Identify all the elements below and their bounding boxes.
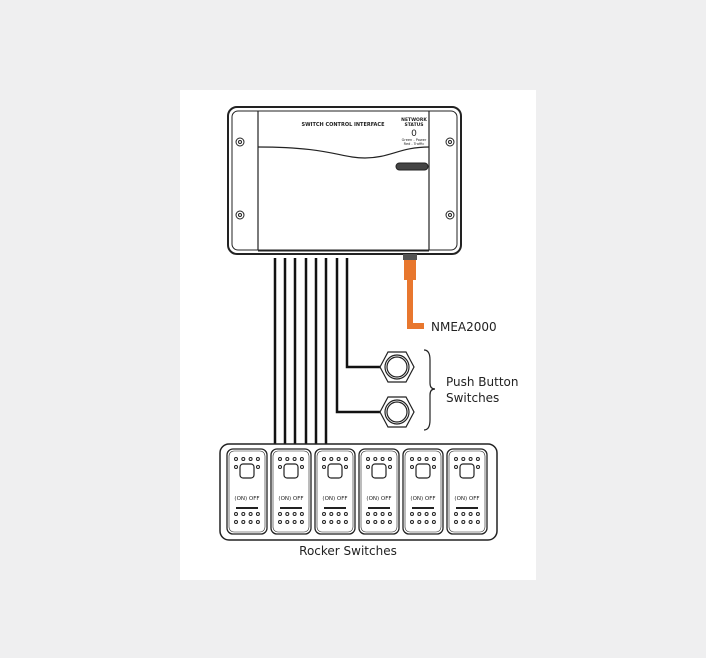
rocker-switch-label: (ON) OFF (234, 496, 259, 502)
rocker-panel (219, 443, 498, 541)
rocker-switch-label: (ON) OFF (410, 496, 435, 502)
rocker-switch-label: (ON) OFF (278, 496, 303, 502)
nmea2000-cable (403, 254, 424, 329)
rocker-switch[interactable]: (ON) OFF (226, 448, 268, 535)
rocker-switch[interactable]: (ON) OFF (446, 448, 488, 535)
rocker-switch-label: (ON) OFF (366, 496, 391, 502)
rocker-switch[interactable]: (ON) OFF (270, 448, 312, 535)
rocker-label: Rocker Switches (299, 544, 397, 558)
rocker-wires (273, 258, 328, 444)
status-led: 0 (411, 129, 417, 139)
push-button-label-1: Push Button (446, 375, 519, 389)
status-title-1: NETWORK (401, 117, 427, 123)
push-button-wires (335, 258, 380, 414)
rocker-switch[interactable]: (ON) OFF (358, 448, 400, 535)
nmea-label: NMEA2000 (431, 320, 497, 334)
rocker-switch-label: (ON) OFF (454, 496, 479, 502)
rocker-switch[interactable]: (ON) OFF (314, 448, 356, 535)
rocker-switch-label: (ON) OFF (322, 496, 347, 502)
device-title: SWITCH CONTROL INTERFACE (301, 122, 385, 128)
switch-control-interface-box (227, 106, 462, 255)
status-legend-2: Red - Traffic (404, 142, 425, 146)
status-legend-1: Green - Power (402, 138, 427, 142)
status-title-2: STATUS (404, 122, 423, 128)
push-button-label-2: Switches (446, 391, 499, 405)
push-button-switches (379, 349, 436, 431)
rocker-switch[interactable]: (ON) OFF (402, 448, 444, 535)
diagram-card (180, 90, 536, 580)
